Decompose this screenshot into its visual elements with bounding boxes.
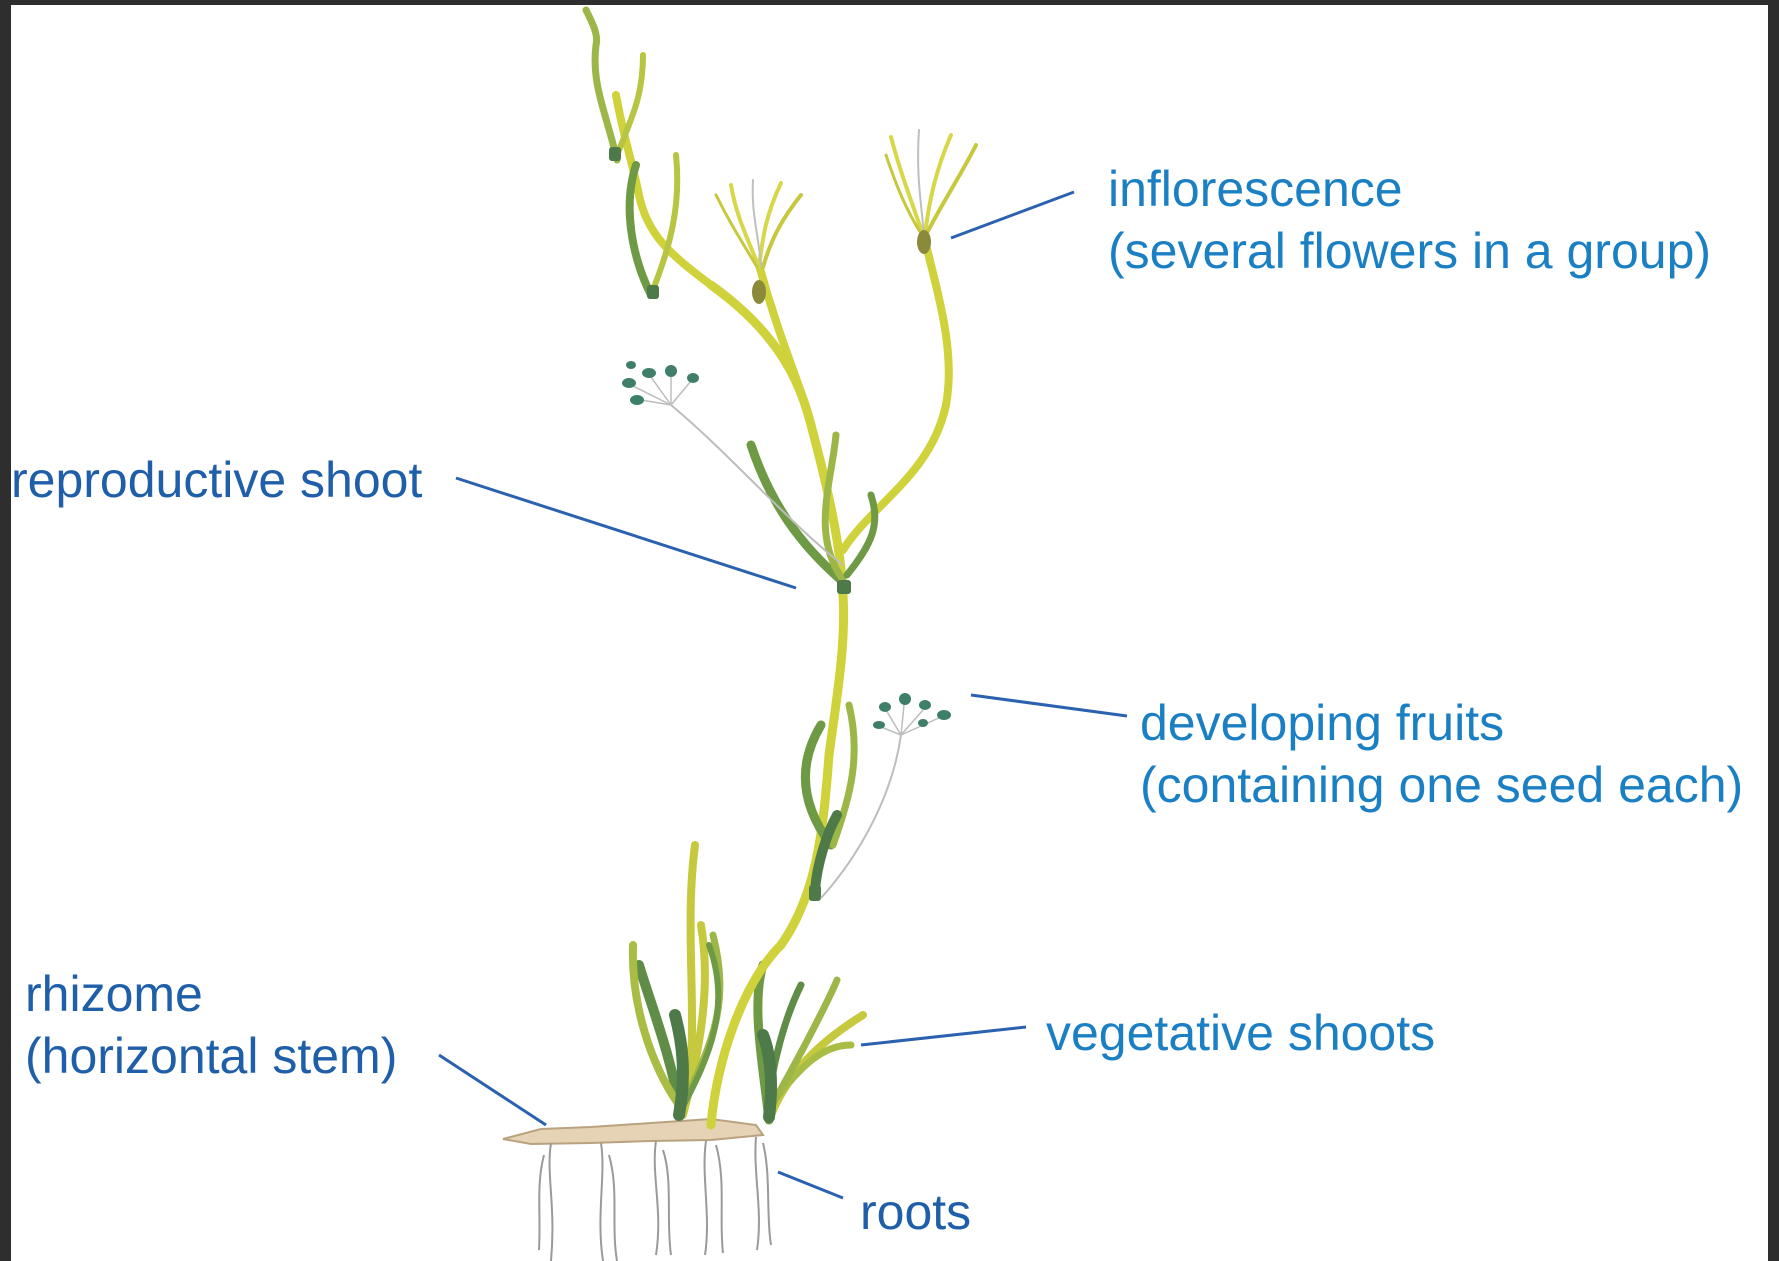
leader-line-vegetative-shoots	[861, 1027, 1026, 1045]
label-developing-fruits: developing fruits (containing one seed e…	[1140, 692, 1743, 816]
leader-line-developing-fruits	[971, 695, 1127, 716]
label-developing-fruits-line1: developing fruits	[1140, 692, 1743, 754]
label-roots: roots	[860, 1181, 971, 1243]
diagram-canvas: inflorescence (several flowers in a grou…	[11, 5, 1768, 1261]
label-reproductive-shoot-line1: reproductive shoot	[11, 449, 422, 511]
stem-nodes	[609, 147, 851, 901]
label-inflorescence: inflorescence (several flowers in a grou…	[1108, 158, 1711, 282]
label-developing-fruits-line2: (containing one seed each)	[1140, 754, 1743, 816]
leader-line-reproductive-shoot	[456, 478, 796, 588]
vegetative-shoot-left	[633, 845, 720, 1115]
label-vegetative-shoots: vegetative shoots	[1046, 1002, 1435, 1064]
inflorescence-middle	[716, 180, 801, 304]
vegetative-shoot-right	[758, 965, 863, 1120]
leader-line-roots	[778, 1172, 843, 1198]
label-reproductive-shoot: reproductive shoot	[11, 449, 422, 511]
label-roots-line1: roots	[860, 1181, 971, 1243]
label-rhizome: rhizome (horizontal stem)	[25, 963, 397, 1087]
inflorescence-right	[886, 130, 976, 254]
developing-fruits-lower	[821, 693, 951, 898]
label-vegetative-shoots-line1: vegetative shoots	[1046, 1002, 1435, 1064]
developing-fruits-upper	[622, 361, 843, 565]
label-inflorescence-line1: inflorescence	[1108, 158, 1711, 220]
label-inflorescence-line2: (several flowers in a group)	[1108, 220, 1711, 282]
label-rhizome-line2: (horizontal stem)	[25, 1025, 397, 1087]
leader-line-inflorescence	[951, 192, 1074, 238]
roots	[539, 1137, 771, 1261]
label-rhizome-line1: rhizome	[25, 963, 397, 1025]
leader-line-rhizome	[439, 1055, 546, 1125]
